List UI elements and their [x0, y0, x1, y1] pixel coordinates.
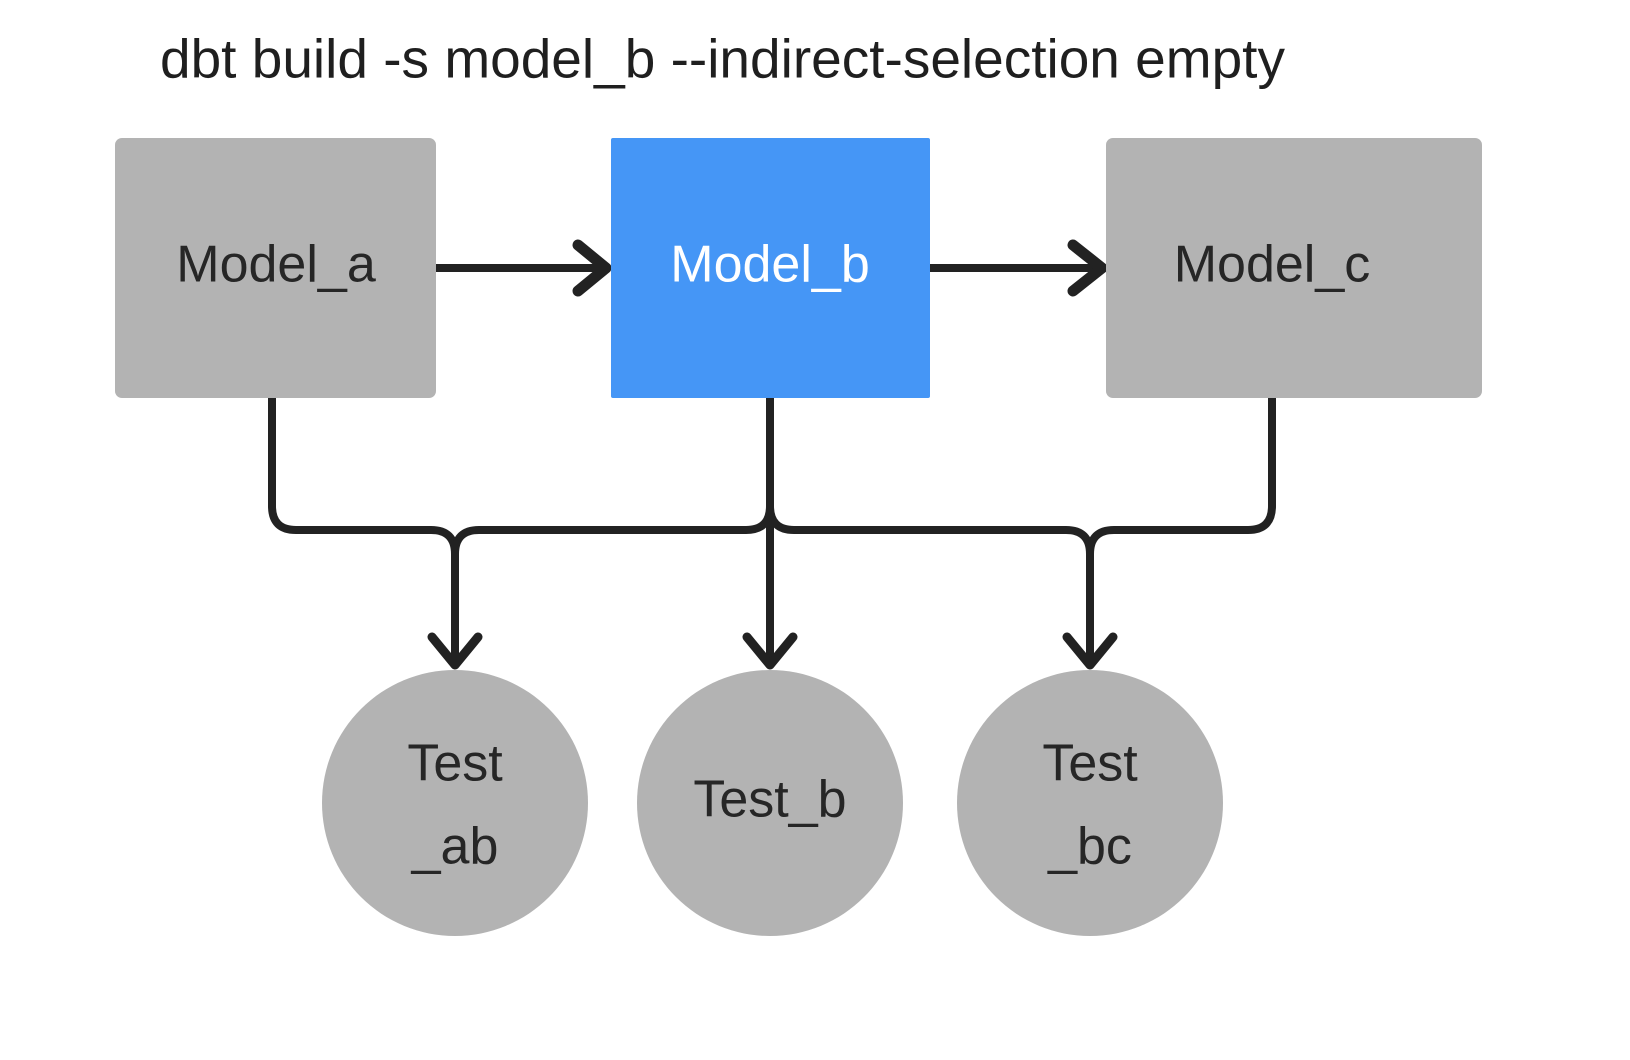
model_a-label: Model_a	[176, 236, 376, 294]
test_bc-label-line2: _bc	[1047, 818, 1132, 876]
node-model_a[interactable]: Model_a	[115, 138, 436, 398]
test_b-label: Test_b	[693, 771, 846, 829]
model_b-shape[interactable]	[611, 138, 930, 398]
node-model_c[interactable]: Model_c	[1106, 138, 1482, 398]
edge-model_b-to-test_ab	[451, 398, 774, 555]
model_c-shape[interactable]	[1106, 138, 1482, 398]
node-test_bc[interactable]: Test _bc	[957, 670, 1223, 936]
model_a-shape[interactable]	[115, 138, 436, 398]
model_b-label: Model_b	[670, 236, 869, 294]
diagram-title: dbt build -s model_b --indirect-selectio…	[160, 28, 1285, 90]
node-model_b[interactable]: Model_b	[611, 138, 930, 398]
model_c-label: Model_c	[1174, 236, 1371, 294]
test_bc-shape[interactable]	[957, 670, 1223, 936]
edge-model_b-to-model_c	[930, 239, 1108, 297]
test_bc-label-line1: Test	[1042, 735, 1138, 793]
test_b-shape[interactable]	[637, 670, 903, 936]
node-test_b[interactable]: Test_b	[637, 670, 903, 936]
edge-model_a-to-test_ab	[268, 398, 483, 670]
test_ab-shape[interactable]	[322, 670, 588, 936]
test_ab-label-line2: _ab	[411, 818, 499, 876]
edge-model_c-to-test_bc	[1086, 398, 1276, 555]
edge-model_a-to-model_b	[436, 239, 612, 297]
node-test_ab[interactable]: Test _ab	[322, 670, 588, 936]
test_ab-label-line1: Test	[407, 735, 503, 793]
edge-model_b-to-test_bc	[766, 398, 1118, 670]
